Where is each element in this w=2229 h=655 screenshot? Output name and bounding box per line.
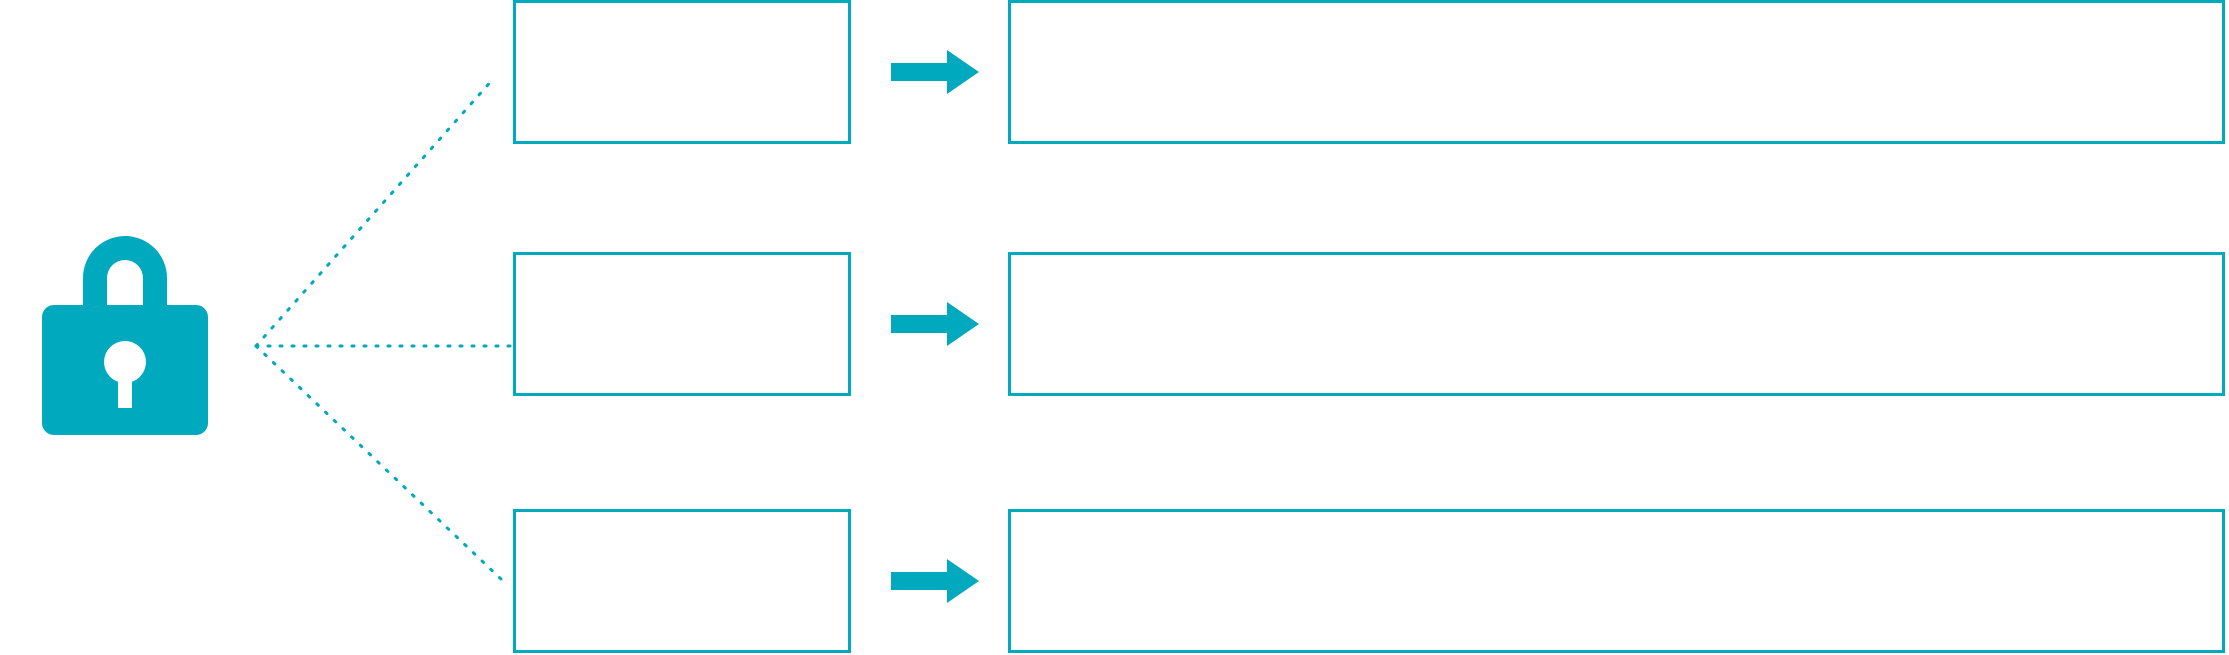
large-box-row-3[interactable] [1008,509,2225,653]
large-box-text [1011,512,2222,532]
large-box-text [1011,3,2222,23]
small-box-row-3[interactable] [513,509,851,653]
small-box-text [516,3,848,23]
arrow-right-icon [891,559,979,603]
arrow-right-icon [891,302,979,346]
diagram-row [0,0,2229,144]
diagram-row [0,509,2229,653]
large-box-text [1011,255,2222,275]
large-box-row-2[interactable] [1008,252,2225,396]
diagram-row [0,252,2229,396]
small-box-row-2[interactable] [513,252,851,396]
large-box-row-1[interactable] [1008,0,2225,144]
arrow-right-icon [891,50,979,94]
small-box-text [516,512,848,532]
small-box-text [516,255,848,275]
small-box-row-1[interactable] [513,0,851,144]
lock-icon [30,210,220,445]
